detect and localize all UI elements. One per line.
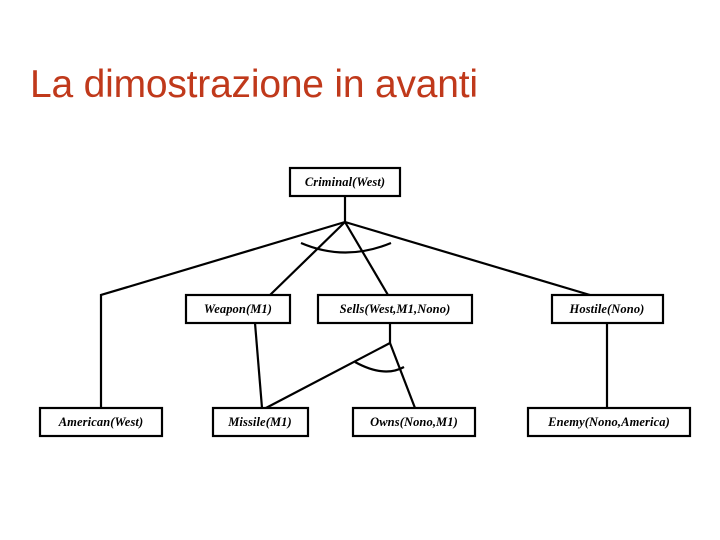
node-american-box bbox=[38, 406, 164, 438]
edge-weapon-to-missile bbox=[253, 322, 264, 409]
node-hostile[interactable]: Hostile(Nono) bbox=[550, 293, 665, 325]
conjunction-arc-sells bbox=[354, 361, 405, 373]
node-owns[interactable]: Owns(Nono,M1) bbox=[351, 406, 477, 438]
edge-layer bbox=[99, 196, 609, 410]
node-sells[interactable]: Sells(West,M1,Nono) bbox=[316, 293, 474, 325]
node-weapon-label: Weapon(M1) bbox=[204, 302, 272, 316]
edge-sells-to-missile bbox=[263, 342, 391, 410]
node-sells-box bbox=[316, 293, 474, 325]
page-title: La dimostrazione in avanti bbox=[30, 63, 478, 106]
edge-criminal-to-american bbox=[99, 220, 346, 408]
node-layer: Criminal(West) Weapon(M1) Sells(West,M1,… bbox=[38, 166, 692, 438]
node-missile-label: Missile(M1) bbox=[227, 415, 292, 429]
node-hostile-box bbox=[550, 293, 665, 325]
node-missile[interactable]: Missile(M1) bbox=[211, 406, 310, 438]
node-enemy-label: Enemy(Nono,America) bbox=[547, 415, 670, 429]
edge-criminal-to-weapon bbox=[269, 221, 346, 296]
node-american-label: American(West) bbox=[58, 415, 144, 429]
conjunction-arc-criminal bbox=[300, 241, 392, 254]
edge-criminal-to-sells bbox=[344, 221, 389, 296]
node-missile-box bbox=[211, 406, 310, 438]
node-american[interactable]: American(West) bbox=[38, 406, 164, 438]
node-criminal-box bbox=[288, 166, 402, 198]
node-weapon[interactable]: Weapon(M1) bbox=[184, 293, 292, 325]
node-owns-label: Owns(Nono,M1) bbox=[370, 415, 458, 429]
node-sells-label: Sells(West,M1,Nono) bbox=[340, 302, 451, 316]
node-owns-box bbox=[351, 406, 477, 438]
node-hostile-label: Hostile(Nono) bbox=[569, 302, 645, 316]
node-criminal-label: Criminal(West) bbox=[305, 175, 385, 189]
edge-sells-to-owns bbox=[388, 342, 417, 409]
node-enemy[interactable]: Enemy(Nono,America) bbox=[526, 406, 692, 438]
node-weapon-box bbox=[184, 293, 292, 325]
edge-criminal-to-hostile bbox=[344, 220, 591, 297]
node-enemy-box bbox=[526, 406, 692, 438]
node-criminal[interactable]: Criminal(West) bbox=[288, 166, 402, 198]
